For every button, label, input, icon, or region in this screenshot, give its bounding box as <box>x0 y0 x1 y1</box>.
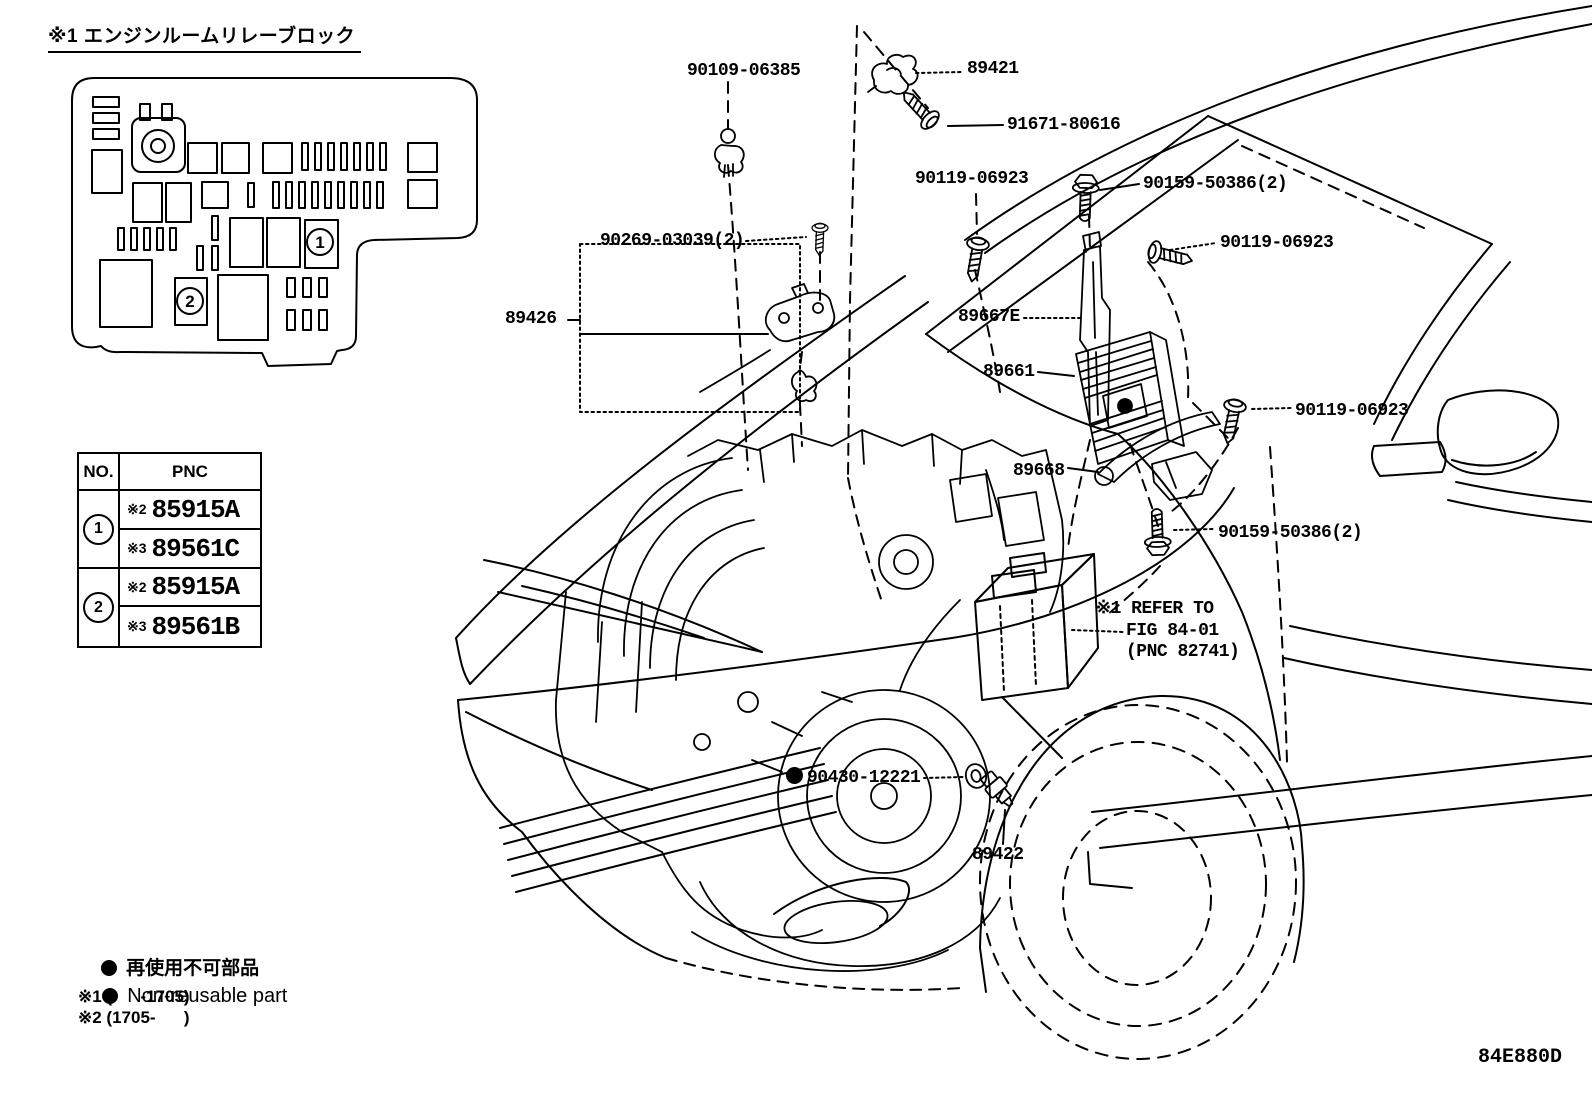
grommet-89426 <box>790 369 818 403</box>
part-label-89422: 89422 <box>972 845 1024 865</box>
pnc-table: NO. PNC 1 ※2 85915A ※3 89561C 2 ※2 85915… <box>77 452 262 648</box>
front-wheel <box>979 704 1297 1060</box>
non-reusable-dot-icon <box>786 767 803 784</box>
engine-drawing <box>555 349 1065 972</box>
table-callout-1: 1 <box>79 491 120 569</box>
bolt-90159-a <box>1070 173 1101 223</box>
fusebox-diagram: 1 2 <box>71 77 478 367</box>
non-reusable-dot-icon <box>101 960 118 976</box>
part-label-90269-03039: 90269-03039(2) <box>600 231 745 251</box>
refer-note-line2: FIG 84-01 <box>1126 620 1219 641</box>
part-label-90119-06923-b: 90119-06923 <box>1220 233 1334 253</box>
part-label-89667E: 89667E <box>958 307 1020 327</box>
legend-non-reusable-jp: 再使用不可部品 <box>80 936 259 1002</box>
refer-note-line1: ※1 REFER TO <box>1096 599 1214 619</box>
side-mirror <box>1436 389 1560 476</box>
bracket-89426 <box>764 283 836 343</box>
clip-89421 <box>867 53 919 95</box>
pnc-table-header-pnc: PNC <box>120 454 260 491</box>
svg-text:2: 2 <box>185 292 194 311</box>
table-row: ※3 89561B <box>127 611 240 642</box>
leader-lines <box>567 71 1292 845</box>
dashed-guides <box>727 25 1425 617</box>
part-label-90159-50386-b: 90159-50386(2) <box>1218 523 1363 543</box>
car-body-drawing <box>455 5 1592 1060</box>
table-callout-2: 2 <box>79 569 120 646</box>
fusebox-fuses <box>91 96 438 341</box>
table-row: ※3 89561C <box>120 530 260 569</box>
part-label-89426: 89426 <box>505 309 557 329</box>
part-label-89668: 89668 <box>1013 461 1065 481</box>
legend-note-2: ※2 (1705- ) <box>78 1008 190 1027</box>
part-label-90430-12221: 90430-12221 <box>786 767 921 788</box>
hood-edge <box>455 275 906 639</box>
legend-note-1: ※1 ( -1705) <box>78 987 190 1006</box>
table-row: ※2 85915A <box>120 569 260 607</box>
part-label-90109-06385: 90109-06385 <box>687 61 801 81</box>
part-label-89421: 89421 <box>967 59 1019 79</box>
table-row: ※2 85915A <box>120 491 260 530</box>
fusebox-callout-2: 2 <box>176 287 204 315</box>
callout-rect-89426 <box>579 243 801 413</box>
wheel-arch <box>979 694 1303 949</box>
screw-90119-b <box>1145 238 1196 272</box>
screw-90269 <box>811 222 829 257</box>
sensor-89422 <box>980 770 1014 808</box>
bolt-90159-b <box>1142 507 1173 557</box>
part-label-90119-06923-a: 90119-06923 <box>915 169 1029 189</box>
legend-non-reusable-en: Non-reusable part <box>80 960 287 1032</box>
non-reusable-dot-icon <box>102 988 119 1004</box>
svg-text:1: 1 <box>315 233 324 252</box>
ecu-89661 <box>1075 331 1185 465</box>
relay-block-title: ※1 エンジンルームリレーブロック <box>48 24 362 53</box>
refer-note-line3: (PNC 82741) <box>1126 642 1240 662</box>
part-label-91671-80616: 91671-80616 <box>1007 115 1121 135</box>
refer-note: ※1 REFER TO FIG 84-01 (PNC 82741) <box>1096 599 1240 664</box>
pnc-table-header-no: NO. <box>79 454 120 491</box>
diagram-code: 84E880D <box>1478 1046 1563 1069</box>
washer-90430 <box>964 763 988 789</box>
grille-slats <box>499 747 837 893</box>
relay-block-3d <box>974 552 1099 759</box>
part-label-90159-50386-a: 90159-50386(2) <box>1143 174 1288 194</box>
headlight <box>483 559 763 653</box>
part-label-89661: 89661 <box>983 362 1035 382</box>
part-label-90119-06923-c: 90119-06923 <box>1295 401 1409 421</box>
fusebox-callout-1: 1 <box>306 228 334 256</box>
